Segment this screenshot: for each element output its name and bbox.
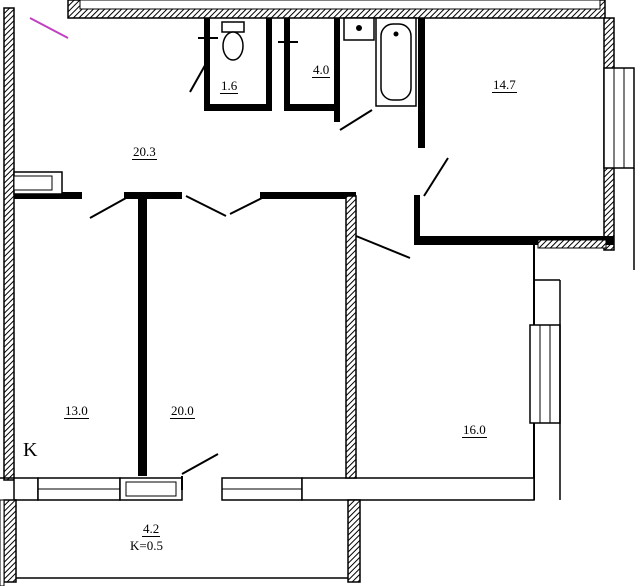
right-wall-ne [603,17,635,270]
ne-bedroom-area-value: 14.7 [492,77,517,93]
east-room-area-value: 16.0 [462,422,487,438]
accent-line [29,17,69,39]
bathtub-icon [375,17,417,107]
wc-area-label: 1.6 [220,78,239,94]
door-swings [89,28,449,490]
toilet-icon [221,21,245,61]
top-wall [67,0,606,19]
kitchen-letter: K [23,439,38,461]
center-room-area-label: 20.0 [170,403,195,419]
left-outer-wall [3,7,15,481]
hall-south-walls [13,171,356,199]
west-room-area-label: 13.0 [64,403,89,419]
balcony-area-label: 4.2 [142,521,161,537]
bathroom-block-walls [204,18,340,122]
interior-walls [138,192,357,479]
ne-bedroom-area-label: 14.7 [492,77,517,93]
ne-bedroom-bottom-wall [414,236,614,249]
ne-bedroom-left-wall [414,18,425,243]
west-room-area-value: 13.0 [64,403,89,419]
hall-area-label: 20.3 [132,144,157,160]
bathroom-area-label: 4.0 [312,62,331,78]
east-room-area-label: 16.0 [462,422,487,438]
center-room-area-value: 20.0 [170,403,195,419]
hall-area-value: 20.3 [132,144,157,160]
balcony [0,499,361,586]
balcony-area-value: 4.2 [142,521,161,537]
east-room-right-wall [497,245,561,500]
wc-area-value: 1.6 [220,78,239,94]
sink-icon [343,17,375,41]
bathroom-area-value: 4.0 [312,62,331,78]
bottom-exterior-wall [0,477,535,501]
balcony-coefficient: K=0.5 [130,538,163,553]
